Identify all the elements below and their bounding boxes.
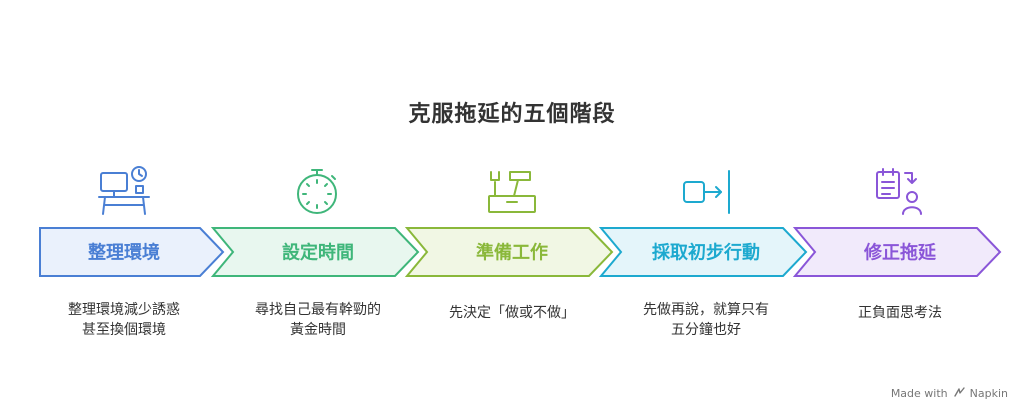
checklist-person-icon <box>876 168 922 215</box>
desk-computer-clock-icon <box>98 166 150 215</box>
stage-description-4: 先做再說，就算只有 五分鐘也好 <box>643 302 769 338</box>
footer-brand: Napkin <box>969 387 1008 400</box>
stage-description-3: 先決定「做或不做」 <box>449 305 575 321</box>
stage-label: 設定時間 <box>282 242 354 264</box>
stage-label: 採取初步行動 <box>652 242 760 264</box>
stage-description-2: 尋找自己最有幹勁的 黃金時間 <box>255 302 381 338</box>
stage-chevron-4: 採取初步行動 <box>598 227 808 277</box>
stopwatch-icon <box>297 169 337 214</box>
stage-label: 準備工作 <box>476 242 548 264</box>
enter-arrow-icon <box>683 170 730 214</box>
toolbox-icon <box>488 171 536 213</box>
footer-credit: Made with Napkin <box>891 387 1008 400</box>
stage-description-5: 正負面思考法 <box>858 305 942 321</box>
stage-label: 修正拖延 <box>863 242 937 264</box>
stage-chevron-3: 準備工作 <box>404 227 614 277</box>
napkin-logo-icon <box>954 387 965 397</box>
stage-chevron-2: 設定時間 <box>210 227 420 277</box>
stage-label: 整理環境 <box>87 242 160 264</box>
diagram-title: 克服拖延的五個階段 <box>408 102 616 127</box>
footer-prefix: Made with <box>890 387 948 400</box>
stage-chevron-5: 修正拖延 <box>792 227 1002 277</box>
stage-description-1: 整理環境減少誘惑 甚至換個環境 <box>68 302 180 338</box>
stage-chevron-1: 整理環境 <box>39 227 225 277</box>
